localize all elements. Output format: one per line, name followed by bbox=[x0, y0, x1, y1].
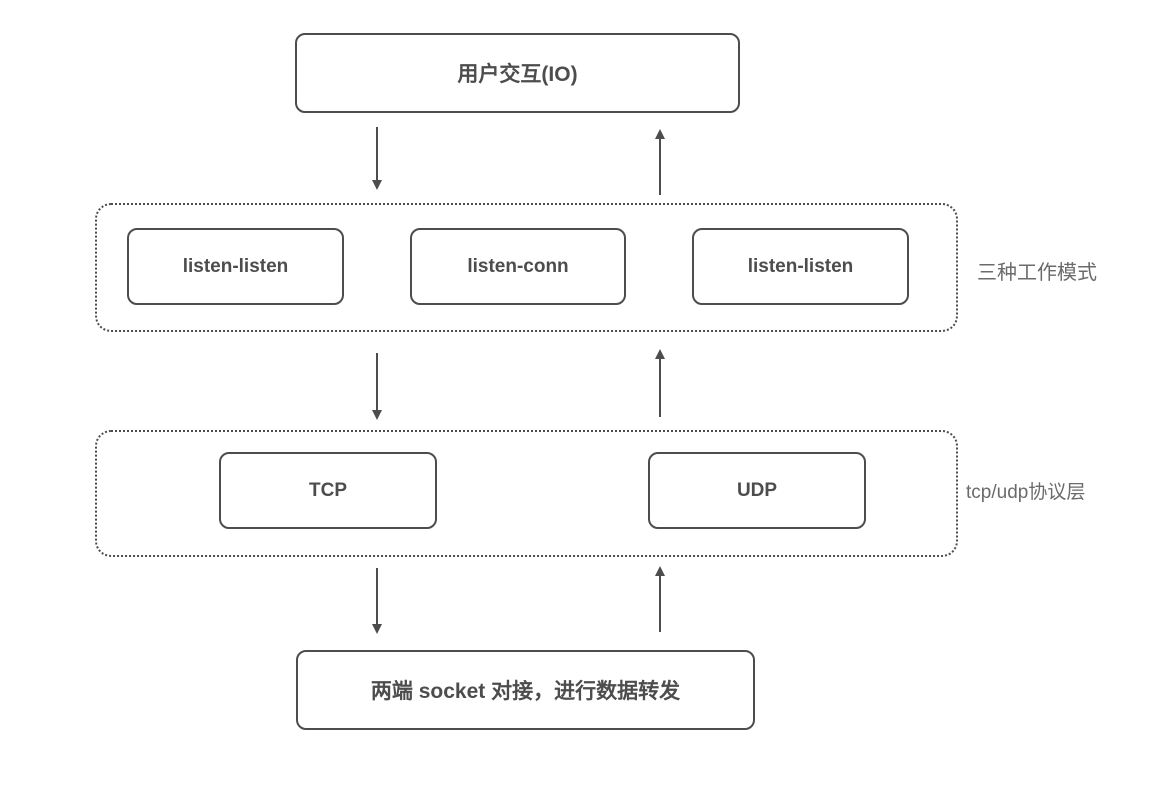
node-mode-listen-conn: listen-conn bbox=[410, 228, 626, 305]
node-socket-forwarding: 两端 socket 对接，进行数据转发 bbox=[296, 650, 755, 730]
label-work-modes: 三种工作模式 bbox=[977, 262, 1097, 284]
node-tcp-label: TCP bbox=[309, 479, 347, 501]
node-socket-forwarding-label: 两端 socket 对接，进行数据转发 bbox=[370, 680, 681, 703]
node-tcp: TCP bbox=[219, 452, 437, 529]
node-user-io-label: 用户交互(IO) bbox=[457, 63, 578, 86]
arrow-down-io-to-modes bbox=[371, 127, 382, 190]
node-mode-label: listen-listen bbox=[182, 255, 289, 277]
node-mode-listen-listen-2: listen-listen bbox=[692, 228, 909, 305]
arrow-down-protocol-to-socket bbox=[371, 568, 382, 634]
arrow-up-protocol-to-modes bbox=[654, 349, 665, 417]
node-mode-label: listen-conn bbox=[467, 255, 569, 277]
node-udp: UDP bbox=[648, 452, 866, 529]
node-mode-label: listen-listen bbox=[747, 255, 854, 277]
node-udp-label: UDP bbox=[736, 479, 778, 501]
arrow-up-socket-to-protocol bbox=[654, 566, 665, 632]
arrow-down-modes-to-protocol bbox=[371, 353, 382, 420]
node-user-io: 用户交互(IO) bbox=[295, 33, 740, 113]
label-protocol-layer: tcp/udp协议层 bbox=[966, 482, 1086, 503]
node-mode-listen-listen-1: listen-listen bbox=[127, 228, 344, 305]
arrow-up-modes-to-io bbox=[654, 129, 665, 195]
